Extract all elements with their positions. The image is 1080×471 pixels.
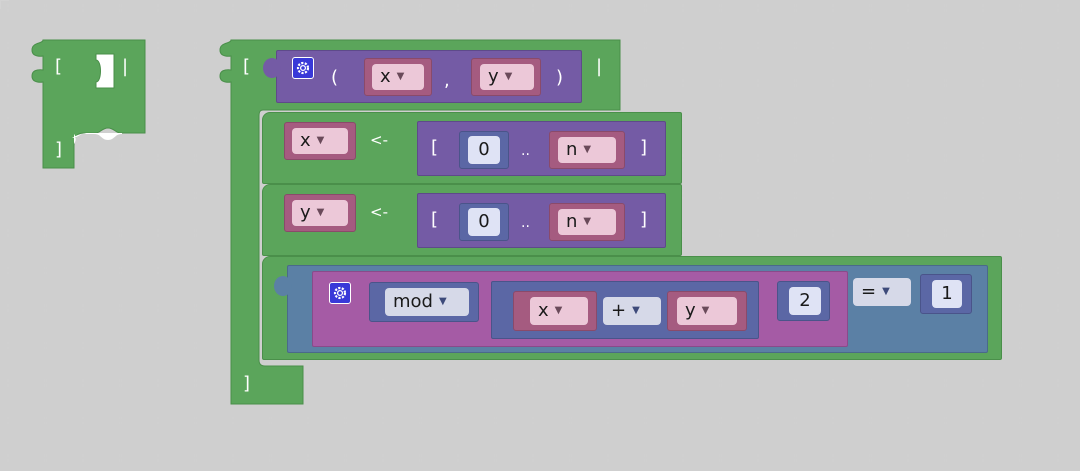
arith-right-var-dropdown[interactable]: y▼ [677, 297, 737, 325]
range-y-dots: .. [521, 215, 530, 231]
small-close-bracket: ] [55, 139, 63, 160]
range-x-end-dropdown[interactable]: n▼ [558, 137, 616, 163]
tuple-var-y-dropdown[interactable]: y▼ [480, 64, 534, 90]
generator-x-var-dropdown[interactable]: x▼ [292, 128, 348, 154]
chevron-down-icon: ▼ [701, 305, 710, 316]
arith-operator-dropdown[interactable]: +▼ [603, 297, 661, 325]
main-open-bracket: [ [243, 56, 251, 77]
main-close-bracket: ] [243, 373, 251, 394]
range-y-start-field[interactable]: 0 [468, 208, 500, 236]
function-name-dropdown[interactable]: mod▼ [385, 288, 469, 316]
tuple-open-paren: ( [331, 67, 339, 88]
gear-icon[interactable] [329, 282, 351, 304]
range-x-block[interactable] [417, 121, 666, 176]
range-y-open-bracket: [ [431, 209, 439, 230]
divisor-field[interactable]: 2 [789, 287, 821, 315]
main-bar: | [596, 56, 603, 77]
gear-icon[interactable] [292, 57, 314, 79]
small-block-shape [31, 39, 146, 169]
generator-x-arrow: <- [370, 131, 388, 149]
tuple-var-x-dropdown[interactable]: x▼ [372, 64, 424, 90]
chevron-down-icon: ▼ [504, 71, 513, 82]
range-y-close-bracket: ] [640, 209, 648, 230]
comparison-value-field[interactable]: 1 [932, 280, 962, 308]
range-x-open-bracket: [ [431, 137, 439, 158]
chevron-down-icon: ▼ [583, 216, 592, 227]
chevron-down-icon: ▼ [316, 207, 325, 218]
range-y-end-dropdown[interactable]: n▼ [558, 209, 616, 235]
arith-left-var-dropdown[interactable]: x▼ [530, 297, 588, 325]
chevron-down-icon: ▼ [583, 144, 592, 155]
range-x-dots: .. [521, 143, 530, 159]
tuple-close-paren: ) [556, 67, 564, 88]
chevron-down-icon: ▼ [396, 71, 405, 82]
chevron-down-icon: ▼ [554, 305, 563, 316]
tuple-comma: , [444, 70, 450, 91]
chevron-down-icon: ▼ [316, 135, 325, 146]
generator-y-arrow: <- [370, 203, 388, 221]
generator-y-var-dropdown[interactable]: y▼ [292, 200, 348, 226]
tuple-input-tab [263, 58, 281, 78]
chevron-down-icon: ▼ [438, 296, 447, 307]
small-open-bracket: [ [55, 56, 63, 77]
small-bar: | [122, 56, 129, 77]
range-x-close-bracket: ] [640, 137, 648, 158]
chevron-down-icon: ▼ [882, 286, 890, 297]
range-y-block[interactable] [417, 193, 666, 248]
comparison-operator-dropdown[interactable]: =▼ [853, 278, 911, 306]
comparison-input-tab [274, 276, 292, 296]
range-x-start-field[interactable]: 0 [468, 136, 500, 164]
chevron-down-icon: ▼ [632, 305, 640, 316]
